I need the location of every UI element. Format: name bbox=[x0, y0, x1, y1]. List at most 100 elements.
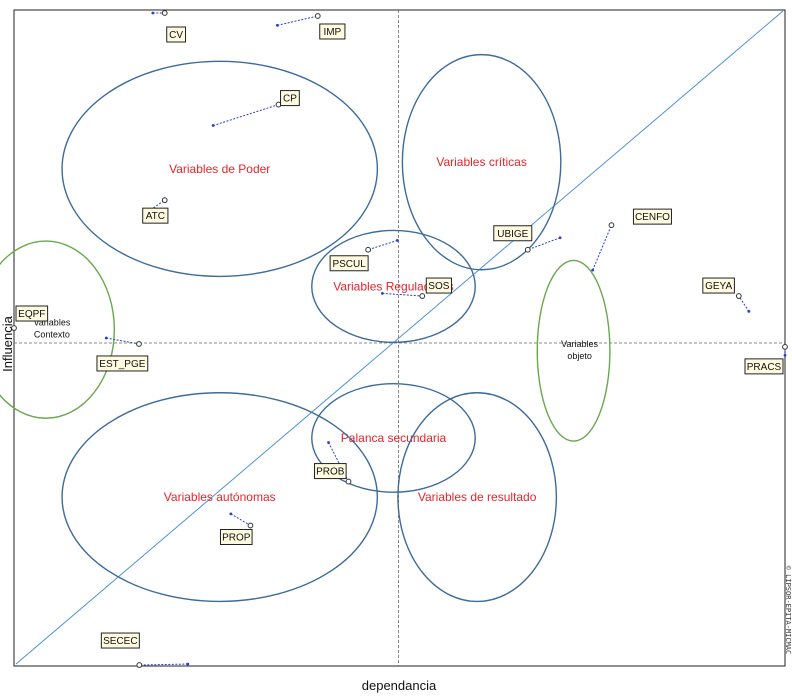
displacement-line bbox=[382, 292, 423, 297]
variable-tag-box bbox=[319, 23, 346, 40]
displacement-line bbox=[139, 663, 188, 666]
variable-point bbox=[161, 197, 168, 204]
zone-label: objeto bbox=[567, 351, 592, 361]
variable-tag-label: ATC bbox=[146, 211, 165, 222]
variable-tag: SECEC bbox=[100, 632, 140, 649]
start-point bbox=[558, 236, 562, 240]
variable-tag-box bbox=[329, 255, 369, 272]
zone-label: Variables bbox=[561, 339, 598, 349]
variable-tag-box bbox=[632, 208, 672, 225]
start-point bbox=[783, 353, 787, 357]
variable-tag: EST_PGE bbox=[96, 355, 149, 372]
zone-ellipse bbox=[397, 392, 558, 603]
variable-tag-label: CENFO bbox=[635, 212, 670, 223]
displacement-line bbox=[527, 237, 561, 251]
variable-tag-label: CV bbox=[169, 30, 183, 41]
variable-tag-box bbox=[96, 355, 149, 372]
variable-tag-label: PSCUL bbox=[332, 259, 366, 270]
zone-label: Variables críticas bbox=[436, 155, 526, 169]
y-axis-title: Influencia bbox=[0, 315, 15, 371]
variable-point bbox=[365, 246, 372, 253]
plot-frame bbox=[13, 9, 786, 667]
zone-ellipses: Variables de Poder Variables críticasVari… bbox=[0, 53, 611, 603]
displacement-line bbox=[738, 295, 750, 312]
crosshair-axes bbox=[14, 10, 785, 666]
zone-label: Variables autónomas bbox=[164, 490, 276, 504]
displacement-line bbox=[230, 513, 251, 526]
variable-tag: CV bbox=[166, 26, 187, 43]
variable-tag: PROB bbox=[314, 463, 347, 480]
start-point bbox=[229, 512, 233, 516]
variable-point bbox=[735, 293, 742, 299]
diagonal bbox=[15, 10, 784, 665]
variable-tag: UBIGE bbox=[493, 225, 533, 242]
variable-tag-label: SOS bbox=[428, 281, 449, 292]
variable-tag-box bbox=[142, 207, 169, 224]
start-point bbox=[275, 23, 279, 27]
variable-point bbox=[419, 293, 426, 299]
variable-tag: SOS bbox=[425, 277, 452, 294]
variable-tag-label: PRACS bbox=[747, 362, 782, 373]
zone-ellipse bbox=[61, 60, 379, 278]
start-point bbox=[104, 336, 108, 340]
zone-ellipse bbox=[536, 259, 611, 442]
zone-label: Variables de resultado bbox=[418, 490, 537, 504]
variable-point bbox=[247, 522, 254, 529]
zone-ellipse bbox=[311, 229, 476, 344]
zone-ellipse bbox=[311, 382, 476, 493]
start-point bbox=[591, 268, 595, 272]
variable-tag-label: EQPF bbox=[18, 309, 45, 320]
start-point bbox=[327, 441, 330, 444]
variable-tag-box bbox=[314, 463, 347, 480]
variable-point bbox=[345, 478, 352, 485]
zone-label: Variables bbox=[33, 318, 70, 328]
start-point bbox=[747, 309, 751, 313]
variable-tag: ATC bbox=[142, 207, 169, 224]
displacement-line bbox=[592, 224, 612, 271]
variable-tag: PROP bbox=[219, 528, 253, 545]
zone-label: Variables Reguladoras bbox=[333, 279, 454, 293]
x-axis-title: dependancia bbox=[362, 678, 437, 693]
variable-point bbox=[136, 662, 143, 668]
variable-tag-label: PROP bbox=[222, 532, 251, 543]
copyright-label: © LIPSOR-EPITA-MICMAC bbox=[784, 566, 792, 655]
variable-point bbox=[161, 10, 168, 16]
start-point bbox=[186, 662, 190, 666]
variable-tag-label: EST_PGE bbox=[99, 359, 145, 370]
start-point bbox=[380, 291, 384, 295]
variable-tag-box bbox=[493, 225, 533, 242]
variable-point bbox=[608, 222, 615, 229]
variable-tag-box bbox=[15, 305, 49, 322]
variable-tag-label: SECEC bbox=[103, 636, 137, 647]
start-point bbox=[395, 239, 399, 242]
variable-point bbox=[11, 325, 17, 331]
displacement-arrows bbox=[11, 10, 788, 668]
variable-tag-box bbox=[425, 277, 452, 294]
variable-tag-label: UBIGE bbox=[497, 229, 528, 240]
displacement-line bbox=[367, 239, 398, 251]
zone-label: Variables de Poder bbox=[169, 162, 270, 176]
variable-tag: CENFO bbox=[632, 208, 672, 225]
variable-tag: PRACS bbox=[744, 358, 784, 375]
zone-label: Contexto bbox=[34, 330, 70, 340]
variable-point bbox=[782, 343, 788, 350]
variable-tag-box bbox=[100, 632, 140, 649]
variable-tag-box bbox=[280, 90, 300, 107]
variable-tag-label: PROB bbox=[316, 467, 345, 478]
diagonal-line bbox=[15, 10, 784, 665]
start-point bbox=[211, 124, 215, 127]
zone-ellipse bbox=[0, 240, 116, 419]
variable-tag-box bbox=[219, 528, 253, 545]
variable-point bbox=[136, 341, 142, 347]
variable-tag: EQPF bbox=[15, 305, 49, 322]
zone-ellipse bbox=[401, 53, 562, 271]
variable-tag: IMP bbox=[319, 23, 346, 40]
variable-tag-box bbox=[744, 358, 784, 375]
variable-tag: CP bbox=[280, 90, 300, 107]
variable-tag-box bbox=[702, 277, 735, 294]
zone-label: Palanca secundaria bbox=[341, 431, 447, 445]
variable-point bbox=[314, 13, 321, 19]
